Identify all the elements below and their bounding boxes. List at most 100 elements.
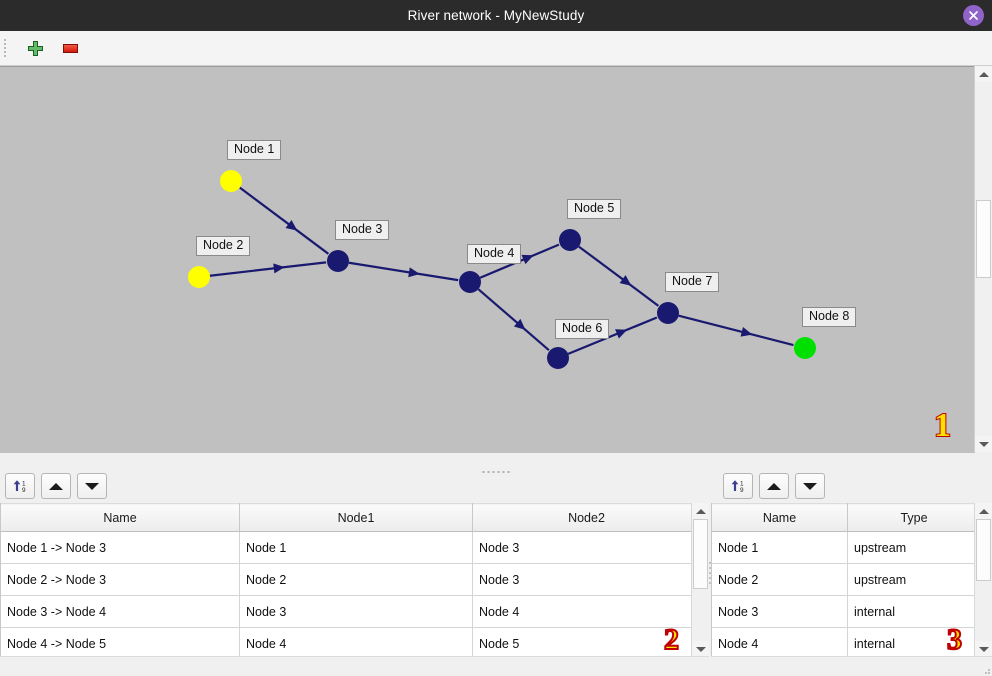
network-node[interactable] — [220, 170, 242, 192]
column-header[interactable]: Name — [712, 503, 848, 532]
table-cell[interactable]: internal — [847, 627, 975, 657]
node-label[interactable]: Node 1 — [227, 140, 282, 161]
table-cell[interactable]: Node 3 — [239, 595, 473, 628]
table-cell[interactable]: Node 2 — [712, 563, 848, 596]
table-cell[interactable]: upstream — [847, 531, 975, 564]
nodes-move-down-button[interactable] — [795, 473, 825, 499]
network-edge[interactable] — [209, 261, 327, 277]
close-button[interactable] — [963, 5, 984, 26]
reaches-scroll-up-button[interactable] — [692, 503, 709, 519]
table-cell[interactable]: Node 1 — [239, 531, 473, 564]
network-node[interactable] — [188, 266, 210, 288]
table-cell[interactable]: Node 3 — [712, 595, 848, 628]
table-cell[interactable]: upstream — [847, 563, 975, 596]
network-node[interactable] — [327, 250, 349, 272]
network-canvas[interactable]: Node 1 Node 2 Node 3 Node 4 Node 5 Node 6 Node… — [0, 66, 975, 453]
scroll-up-button[interactable] — [975, 66, 992, 82]
scroll-thumb[interactable] — [976, 200, 991, 278]
table-cell[interactable]: Node 4 — [472, 595, 692, 628]
reaches-scroll-thumb[interactable] — [693, 519, 708, 589]
table-cell[interactable]: Node 4 — [239, 627, 473, 657]
node-label[interactable]: Node 3 — [335, 220, 390, 241]
network-edge[interactable] — [348, 261, 459, 282]
nodes-scroll-down-button[interactable] — [975, 641, 992, 657]
table-cell[interactable]: Node 2 — [239, 563, 473, 596]
reaches-vertical-scrollbar[interactable] — [691, 503, 709, 657]
canvas-vertical-scrollbar[interactable] — [974, 66, 992, 452]
reaches-move-up-button[interactable] — [41, 473, 71, 499]
node-label[interactable]: Node 4 — [467, 244, 522, 265]
node-label[interactable]: Node 8 — [802, 307, 857, 328]
network-node[interactable] — [794, 337, 816, 359]
node-label[interactable]: Node 5 — [567, 199, 622, 220]
triangle-up-icon — [767, 482, 781, 490]
reaches-scroll-track[interactable] — [692, 519, 709, 641]
table-cell[interactable]: Node 5 — [472, 627, 692, 657]
nodes-toolbar: 1 9 — [711, 473, 825, 499]
table-cell[interactable]: Node 3 — [472, 531, 692, 564]
table-cell[interactable]: Node 3 -> Node 4 — [1, 595, 240, 628]
column-header[interactable]: Name — [1, 503, 240, 532]
reaches-move-down-button[interactable] — [77, 473, 107, 499]
network-edge[interactable] — [578, 245, 660, 307]
column-header[interactable]: Node1 — [239, 503, 473, 532]
nodes-scroll-track[interactable] — [975, 519, 992, 641]
reaches-sort-button[interactable]: 1 9 — [5, 473, 35, 499]
chevron-up-icon — [695, 508, 706, 514]
table-cell[interactable]: Node 1 — [712, 531, 848, 564]
node-label[interactable]: Node 7 — [665, 272, 720, 293]
network-edge[interactable] — [678, 314, 794, 347]
nodes-move-up-button[interactable] — [759, 473, 789, 499]
vertical-splitter-grip — [709, 562, 711, 584]
nodes-scroll-up-button[interactable] — [975, 503, 992, 519]
horizontal-splitter[interactable] — [0, 469, 992, 476]
main-toolbar — [0, 31, 992, 66]
nodes-scroll-thumb[interactable] — [976, 519, 991, 581]
network-edge[interactable] — [567, 316, 658, 355]
network-edge[interactable] — [239, 186, 330, 255]
nodes-vertical-scrollbar[interactable] — [974, 503, 992, 657]
table-cell[interactable]: Node 3 — [472, 563, 692, 596]
table-cell[interactable]: Node 4 -> Node 5 — [1, 627, 240, 657]
toolbar-drag-handle[interactable] — [3, 38, 11, 58]
table-cell[interactable]: Node 1 -> Node 3 — [1, 531, 240, 564]
svg-text:1: 1 — [22, 480, 26, 487]
resize-grip[interactable] — [983, 667, 990, 674]
scroll-down-button[interactable] — [975, 436, 992, 452]
reaches-footer — [0, 656, 709, 676]
network-edge[interactable] — [477, 288, 550, 351]
column-header[interactable]: Type — [847, 503, 975, 532]
network-node[interactable] — [657, 302, 679, 324]
column-header[interactable]: Node2 — [472, 503, 692, 532]
node-label[interactable]: Node 2 — [196, 236, 251, 257]
network-node[interactable] — [559, 229, 581, 251]
table-cell[interactable]: internal — [847, 595, 975, 628]
table-cell[interactable]: Node 4 — [712, 627, 848, 657]
table-cell[interactable]: Node 2 -> Node 3 — [1, 563, 240, 596]
add-node-button[interactable] — [21, 34, 49, 62]
vertical-splitter[interactable] — [709, 470, 711, 676]
node-label[interactable]: Node 6 — [555, 319, 610, 340]
nodes-sort-button[interactable]: 1 9 — [723, 473, 753, 499]
network-node[interactable] — [547, 347, 569, 369]
scroll-track[interactable] — [975, 82, 992, 436]
reaches-scroll-down-button[interactable] — [692, 641, 709, 657]
chevron-down-icon — [978, 646, 989, 652]
remove-node-button[interactable] — [56, 34, 84, 62]
network-node[interactable] — [459, 271, 481, 293]
